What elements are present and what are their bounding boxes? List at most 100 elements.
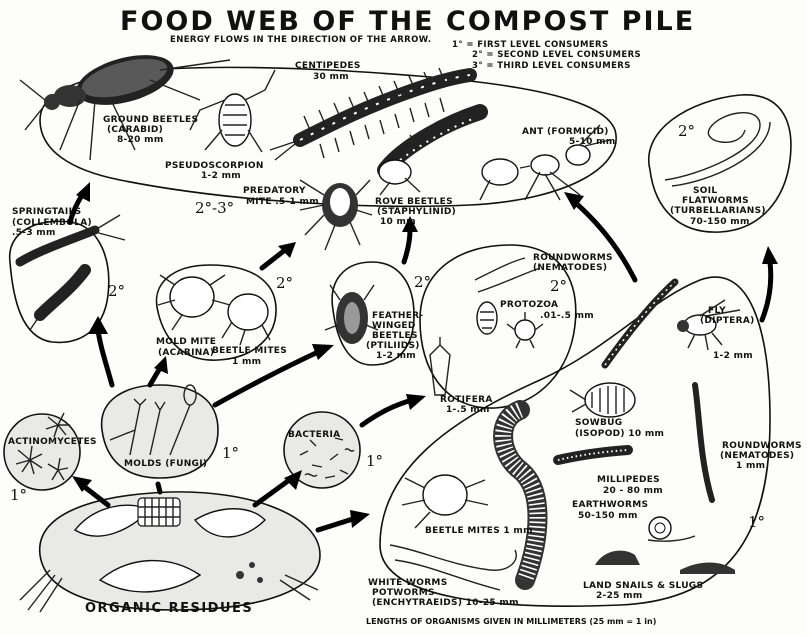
arrow-residues-bacteria [252, 475, 295, 508]
arrow-springtails-top [67, 192, 85, 225]
label-roundworms-right-size: 1 mm [736, 461, 765, 471]
flatworm-illustration [664, 112, 771, 187]
page-title: FOOD WEB OF THE COMPOST PILE [120, 6, 695, 37]
top-predators-oval [39, 66, 617, 208]
legend-second: 2° = SECOND LEVEL CONSUMERS [472, 50, 641, 60]
legend-first: 1° = FIRST LEVEL CONSUMERS [452, 40, 609, 50]
arrow-mites-predatory [259, 247, 288, 271]
millipede-illustration [553, 445, 633, 465]
label-protozoa: PROTOZOA [500, 300, 558, 310]
bacteria-group: BACTERIA 1° [283, 411, 383, 489]
molds-illustration [109, 384, 197, 456]
label-pseudoscorpion-size: 1-2 mm [201, 171, 241, 181]
arrow-feather-rove [401, 227, 413, 265]
level-protozoa: 2° [550, 277, 567, 295]
protozoa-group: ROUNDWORMS (NEMATODES) PROTOZOA .01-.5 m… [419, 244, 613, 415]
bacteria-circle [283, 411, 361, 489]
level-bottom-right: 1° [748, 513, 765, 531]
decomposers-oval [379, 276, 771, 607]
springtails-oval [9, 220, 110, 344]
predatory-mite-illustration [299, 179, 373, 251]
label-fly-size: 1-2 mm [713, 351, 753, 361]
arrow-residues-decomposers [315, 515, 359, 533]
level-actino: 1° [10, 486, 27, 504]
arrow-molds-springtails [95, 327, 115, 388]
label-millipedes: MILLIPEDES [597, 475, 660, 485]
beetle-mite-bottom-illustration [422, 474, 468, 516]
feather-winged-oval [331, 261, 415, 366]
soil-flatworms-group: SOIL FLATWORMS (TURBELLARIANS) 70-150 mm [647, 94, 792, 233]
protozoa-illustration [476, 301, 498, 335]
label-ground-beetles-size: 8-20 mm [117, 135, 164, 145]
label-isopod: (ISOPOD) 10 mm [575, 429, 664, 439]
label-actinomycetes: ACTINOMYCETES [8, 437, 97, 447]
label-springtails: SPRINGTAILS [12, 207, 81, 217]
sowbug-illustration [569, 382, 636, 418]
subtitle: ENERGY FLOWS IN THE DIRECTION OF THE ARR… [170, 35, 431, 45]
label-earthworms: EARTHWORMS [572, 500, 648, 510]
molds-group: MOLDS (FUNGI) 1° [100, 384, 239, 479]
label-beetle-mites-top-size: 1 mm [232, 357, 261, 367]
fly-illustration [677, 299, 741, 351]
rotifera-illustration [429, 337, 451, 396]
label-acarina: (ACARINA) [158, 348, 214, 358]
arrow-decomposers-ant [575, 202, 638, 283]
label-millipedes-size: 20 - 80 mm [603, 486, 663, 496]
organic-residues-group: ORGANIC RESIDUES [19, 491, 321, 616]
feather-winged-group: FEATHER- WINGED BEETLES (PTILIIDS) 1-2 m… [324, 261, 431, 366]
actinomycetes-group: ACTINOMYCETES 1° [3, 412, 97, 504]
label-land-snails: LAND SNAILS & SLUGS [583, 581, 703, 591]
pseudoscorpion-illustration [189, 69, 276, 153]
label-roundworms-top: ROUNDWORMS [533, 253, 613, 263]
label-centipedes-size: 30 mm [313, 72, 349, 82]
white-worms-illustration [389, 544, 517, 591]
label-beetle-mites-top: BEETLE MITES [212, 346, 287, 356]
label-centipedes: CENTIPEDES [295, 61, 361, 71]
label-winged: WINGED [372, 321, 416, 331]
mites-oval [155, 264, 277, 361]
mold-mite-illustration [169, 276, 215, 318]
label-land-snails-size: 2-25 mm [596, 591, 643, 601]
label-predatory: PREDATORY [243, 186, 306, 196]
label-flatworms: FLATWORMS [682, 196, 749, 206]
label-earthworms-size: 50-150 mm [578, 511, 638, 521]
centipede-illustration [269, 67, 477, 161]
arrow-bacteria-protozoa [359, 397, 415, 428]
protozoa-oval [419, 244, 577, 409]
label-rove-beetles-size: 10 mm [380, 217, 416, 227]
roundworms-top-illustration [474, 257, 541, 293]
decomposers-group: FLY (DIPTERA) 1-2 mm SOWBUG (ISOPOD) 10 … [368, 276, 802, 608]
label-potworms: POTWORMS [372, 588, 435, 598]
level-mites: 2° [276, 274, 293, 292]
label-predatory-mite: MITE .5-1 mm [246, 197, 319, 207]
label-mold-mite: MOLD MITE [156, 337, 216, 347]
arrow-molds-feather [212, 349, 321, 408]
label-organic-residues: ORGANIC RESIDUES [85, 601, 253, 616]
label-ant-size: 5-10 mm [569, 137, 616, 147]
arrow-decomposers-flatworms [759, 259, 774, 323]
label-flatworms-size: 70-150 mm [690, 217, 750, 227]
label-enchytraeids: (ENCHYTRAEIDS) 10-25 mm [372, 598, 519, 608]
label-feather-size: 1-2 mm [376, 351, 416, 361]
label-collembola: (COLLEMBOLA) [12, 218, 92, 228]
ground-beetle-illustration [19, 55, 231, 161]
level-bacteria: 1° [366, 452, 383, 470]
label-rotifera-size: 1-.5 mm [446, 405, 490, 415]
label-white-worms: WHITE WORMS [368, 578, 447, 588]
label-diptera: (DIPTERA) [700, 316, 755, 326]
label-fly: FLY [708, 306, 726, 316]
label-beetles: BEETLES [372, 331, 418, 341]
soil-flatworms-oval [647, 94, 792, 233]
footer-note: LENGTHS OF ORGANISMS GIVEN IN MILLIMETER… [366, 617, 656, 626]
label-ground-beetles: GROUND BEETLES [103, 115, 198, 125]
label-nematodes-top: (NEMATODES) [533, 263, 607, 273]
label-pseudoscorpion: PSEUDOSCORPION [165, 161, 264, 171]
label-roundworms-right: ROUNDWORMS [722, 441, 802, 451]
actinomycetes-illustration [15, 412, 70, 481]
label-ant: ANT (FORMICID) [522, 127, 609, 137]
label-rove-beetles-sci: (STAPHYLINID) [377, 207, 456, 217]
ant-illustration [479, 124, 611, 201]
label-rotifera: ROTIFERA [440, 395, 493, 405]
